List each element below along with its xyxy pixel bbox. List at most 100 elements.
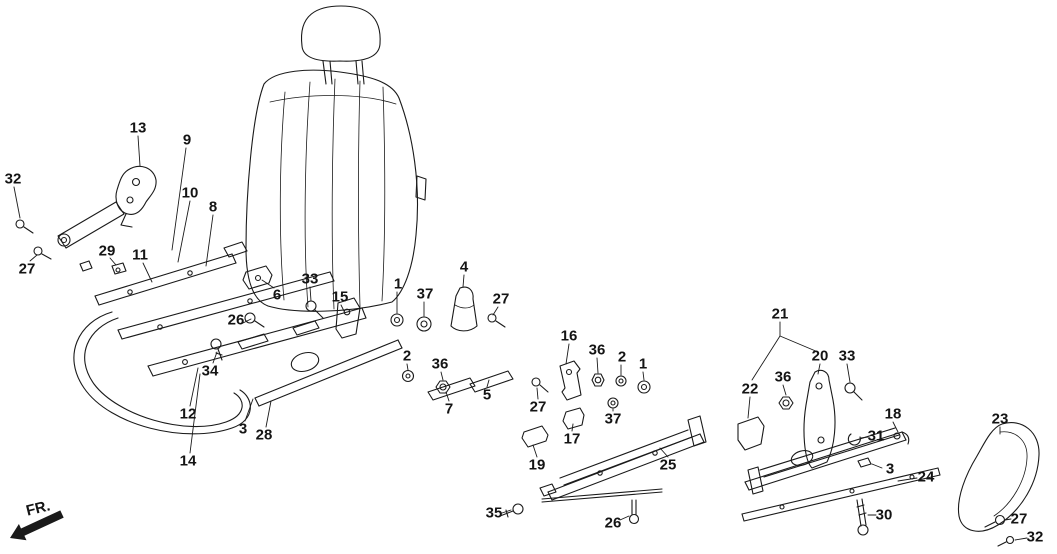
- part-callout-24: 24: [917, 468, 935, 486]
- part-1-washer-left: [390, 313, 404, 327]
- part-callout-10: 10: [181, 184, 199, 202]
- part-36-nut-center: [591, 373, 605, 387]
- part-4-boot: [450, 286, 478, 332]
- callout-21-bracket: [751, 321, 819, 381]
- part-callout-27: 27: [529, 398, 547, 416]
- lower-seat-slide: [147, 307, 367, 377]
- part-20-bracket: [803, 369, 836, 469]
- part-callout-37: 37: [416, 285, 434, 303]
- part-26-bolt-left: [244, 312, 265, 328]
- center-track-assembly: [499, 360, 707, 525]
- part-callout-33: 33: [301, 270, 319, 288]
- part-36-nut-right: [778, 396, 794, 410]
- part-callout-20: 20: [811, 347, 829, 365]
- part-1-washer-center: [637, 380, 651, 394]
- part-24-rail: [741, 467, 941, 522]
- part-callout-30: 30: [875, 506, 893, 524]
- part-32-screw-right: [997, 535, 1015, 547]
- part-callout-26: 26: [604, 514, 622, 532]
- headrest: [300, 5, 381, 85]
- part-callout-12: 12: [179, 405, 197, 423]
- part-callout-8: 8: [208, 198, 218, 216]
- part-22-foot: [737, 416, 765, 451]
- part-callout-35: 35: [485, 504, 503, 522]
- part-callout-9: 9: [182, 131, 192, 149]
- part-callout-3: 3: [238, 420, 248, 438]
- part-callout-26: 26: [227, 311, 245, 329]
- left-track-assembly: [15, 165, 514, 435]
- part-33-screw-right: [844, 382, 863, 401]
- part-25-track: [539, 415, 707, 503]
- part-callout-2: 2: [402, 347, 412, 365]
- part-callout-19: 19: [528, 456, 546, 474]
- part-27-screw-right: [984, 514, 1006, 528]
- part-callout-34: 34: [201, 362, 219, 380]
- part-callout-22: 22: [741, 380, 759, 398]
- part-callout-29: 29: [98, 242, 116, 260]
- part-27-screw-boot: [487, 313, 506, 328]
- middle-slide-rail: [117, 271, 335, 340]
- part-callout-2: 2: [617, 348, 627, 366]
- part-23-side-cover: [957, 422, 1040, 532]
- part-27-screw-left: [33, 246, 52, 260]
- part-13-recliner-bracket: [115, 165, 157, 228]
- part-callout-32: 32: [4, 170, 22, 188]
- part-32-screw: [15, 219, 34, 234]
- upper-slide-rail: [94, 241, 248, 306]
- part-37-washer-center: [607, 397, 619, 409]
- part-callout-5: 5: [482, 386, 492, 404]
- part-callout-36: 36: [774, 368, 792, 386]
- part-callout-11: 11: [132, 246, 148, 264]
- part-callout-13: 13: [129, 119, 147, 137]
- part-30-bolt: [856, 498, 869, 536]
- part-18-clip: [893, 431, 910, 445]
- part-26-bolt-center: [628, 499, 640, 525]
- part-callout-27: 27: [492, 290, 510, 308]
- part-5-link: [469, 370, 514, 393]
- inner-rail: [254, 339, 403, 407]
- recliner-arm: [57, 201, 125, 249]
- part-callout-32: 32: [1026, 528, 1044, 546]
- seat-assembly: [245, 5, 427, 312]
- part-callout-14: 14: [179, 452, 197, 470]
- part-callout-27: 27: [18, 260, 36, 278]
- right-main-track: [744, 427, 907, 495]
- part-37-washer-left: [416, 316, 432, 332]
- part-6-knob: [242, 265, 273, 290]
- part-callout-25: 25: [659, 456, 677, 474]
- part-callout-6: 6: [272, 286, 282, 304]
- part-2-washer-center: [615, 375, 627, 387]
- part-callout-37: 37: [604, 410, 622, 428]
- part-callout-36: 36: [588, 341, 606, 359]
- part-3-clip-right: [857, 457, 872, 468]
- part-callout-23: 23: [991, 410, 1009, 428]
- right-track-assembly: [737, 321, 1040, 547]
- part-16-bracket: [559, 360, 582, 401]
- part-2-washer-left: [401, 369, 415, 383]
- cable-loop: [73, 311, 251, 435]
- part-callout-1: 1: [393, 275, 403, 293]
- part-callout-7: 7: [444, 400, 454, 418]
- part-callout-1: 1: [638, 355, 648, 373]
- part-callout-16: 16: [560, 327, 578, 345]
- part-callout-18: 18: [884, 405, 902, 423]
- part-15-bracket: [335, 297, 361, 339]
- part-callout-27: 27: [1010, 510, 1028, 528]
- part-callout-28: 28: [255, 426, 273, 444]
- part-19-foot: [521, 425, 549, 448]
- part-callout-31: 31: [867, 427, 885, 445]
- part-27-screw-center: [531, 377, 549, 393]
- part-7-link: [427, 377, 476, 401]
- part-callout-21: 21: [771, 305, 789, 323]
- part-callout-4: 4: [459, 258, 469, 276]
- fr-arrow-icon: [10, 510, 64, 541]
- leader-lines: [13, 135, 1028, 541]
- part-callout-36: 36: [431, 355, 449, 373]
- seat-back: [245, 69, 427, 312]
- part-17-bracket: [562, 407, 585, 430]
- part-callout-33: 33: [838, 347, 856, 365]
- part-34-bolt: [210, 338, 223, 361]
